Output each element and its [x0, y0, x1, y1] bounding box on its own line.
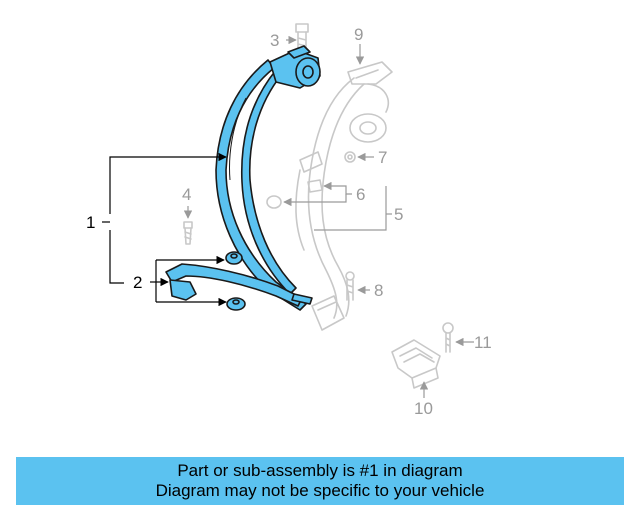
ghost-front-belt-assembly: [183, 23, 454, 389]
banner-line-1: Part or sub-assembly is #1 in diagram: [177, 461, 463, 480]
callout-5: 5: [394, 205, 403, 224]
callout-9: 9: [354, 25, 363, 44]
callout-3: 3: [270, 31, 279, 50]
callout-1: 1: [86, 213, 95, 232]
callout-1-leader: [102, 152, 227, 284]
callout-6: 6: [356, 185, 365, 204]
info-banner: Part or sub-assembly is #1 in diagram Di…: [16, 457, 624, 505]
callout-8: 8: [374, 281, 383, 300]
callout-2: 2: [133, 273, 142, 292]
callout-7: 7: [378, 148, 387, 167]
banner-line-2: Diagram may not be specific to your vehi…: [155, 481, 485, 500]
callout-10: 10: [414, 399, 433, 418]
callout-4: 4: [182, 185, 191, 204]
parts-diagram: 1 2 3 4 5 6 7 8 9 10 11: [86, 23, 492, 418]
callout-11: 11: [474, 333, 492, 352]
ghost-leaders: [183, 35, 474, 398]
callout-2-leader: [150, 255, 227, 307]
rear-seat-belt-assembly: [165, 45, 321, 311]
